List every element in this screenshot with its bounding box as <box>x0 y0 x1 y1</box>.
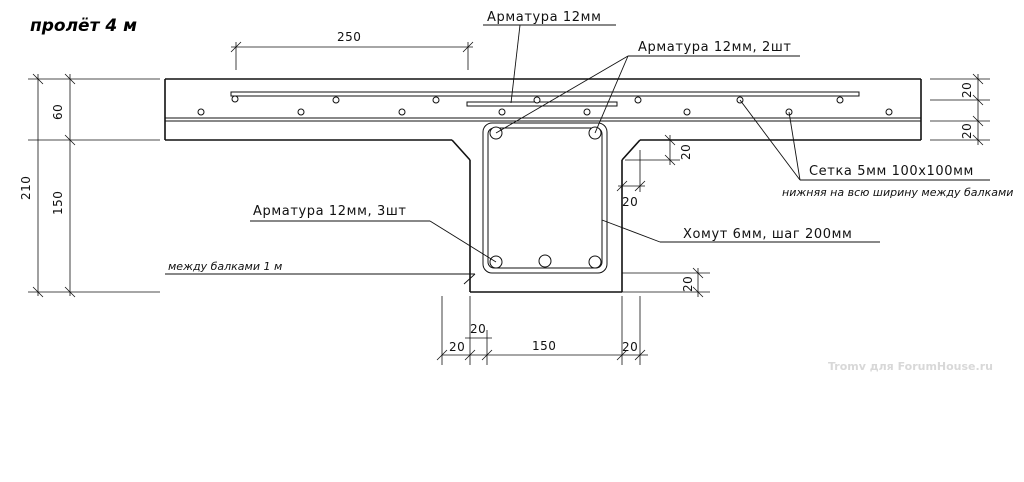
dim-cover-left-text: 20 <box>449 340 465 354</box>
dim-cover-bottom-text: 20 <box>681 276 695 292</box>
mesh-lines <box>165 117 921 122</box>
watermark: Tromv для ForumHouse.ru <box>828 360 993 373</box>
dim-total-height-text: 210 <box>19 176 33 200</box>
dim-slab-thickness-text: 60 <box>51 104 65 120</box>
label-rebar-top: Арматура 12мм <box>487 10 602 25</box>
rib-rebars <box>489 126 602 269</box>
label-stirrup: Хомут 6мм, шаг 200мм <box>683 227 852 242</box>
label-beam-spacing: между балками 1 м <box>168 260 282 273</box>
concrete-outline <box>164 78 922 293</box>
dim-bottom-cover <box>622 267 710 298</box>
dim-cover-top-1-text: 20 <box>960 82 974 98</box>
dim-rib-height-text: 150 <box>51 191 65 215</box>
dim-bottom-horizontal <box>436 296 648 365</box>
label-mesh: Сетка 5мм 100x100мм <box>809 164 974 179</box>
dim-left-vertical <box>28 73 160 298</box>
dim-right-covers <box>930 73 990 146</box>
dim-haunch-h-text: 20 <box>622 195 638 209</box>
dim-haunch <box>616 134 680 192</box>
dim-rib-width-text: 150 <box>532 339 556 353</box>
span-title: пролёт 4 м <box>30 16 137 36</box>
dim-top-length <box>230 41 474 70</box>
dim-top-length-text: 250 <box>337 30 361 44</box>
label-mesh-note: нижняя на всю ширину между балками <box>782 186 1013 199</box>
dim-cover-left-inner-text: 20 <box>470 322 486 336</box>
dim-haunch-v-text: 20 <box>679 144 693 160</box>
label-rebar-bottom-three: Арматура 12мм, 3шт <box>253 204 407 219</box>
dim-cover-top-2-text: 20 <box>960 123 974 139</box>
leader-lines <box>165 24 990 285</box>
stirrup <box>482 122 608 274</box>
dim-cover-right-text: 20 <box>622 340 638 354</box>
label-rebar-top-two: Арматура 12мм, 2шт <box>638 40 792 55</box>
